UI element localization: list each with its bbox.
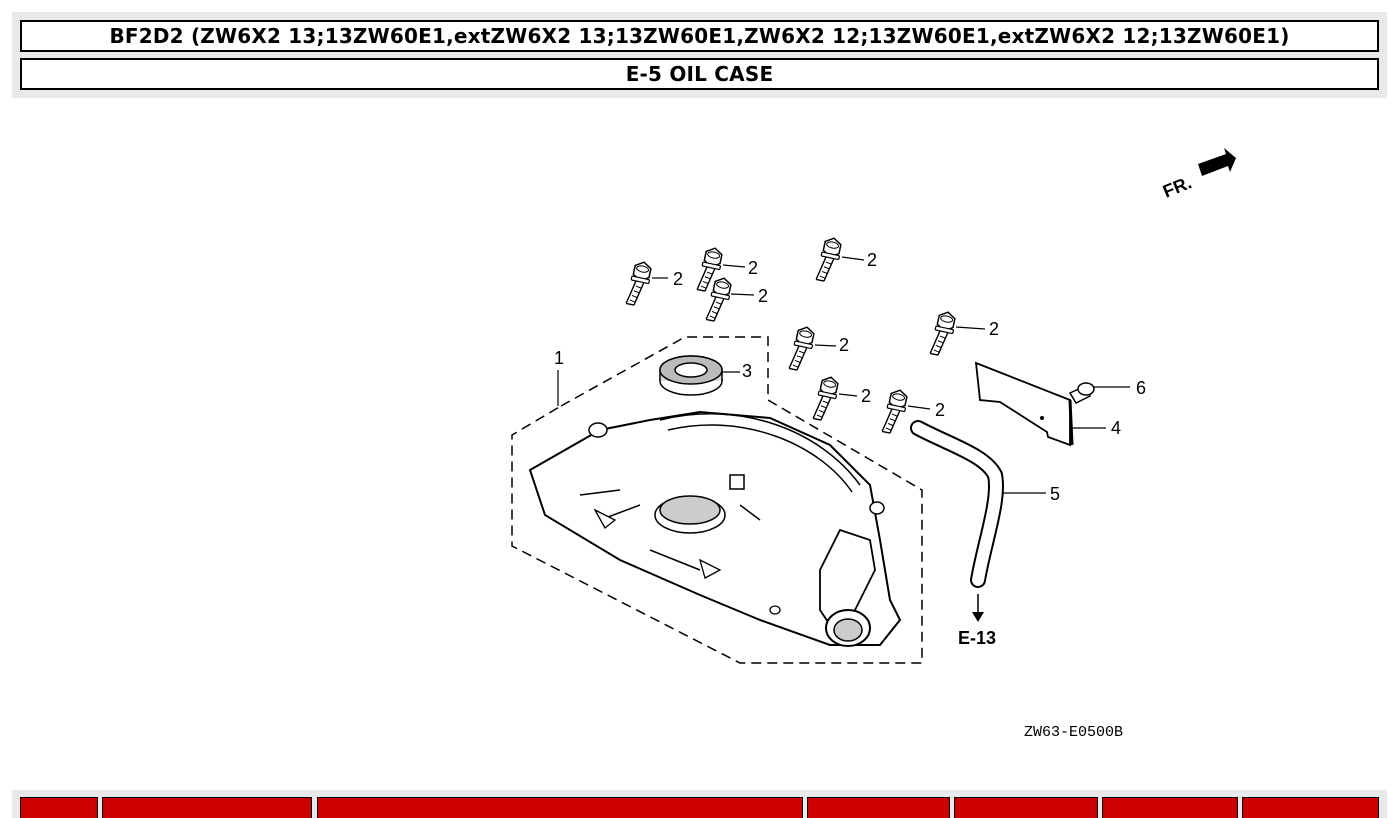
- parts-table-header: [12, 790, 1387, 818]
- screw-part-6: [1068, 382, 1130, 404]
- column-header: [102, 797, 312, 818]
- column-header: [807, 797, 950, 818]
- plate-part-4: [974, 361, 1106, 447]
- callout-2: 2: [989, 319, 999, 339]
- section-title: E-5 OIL CASE: [20, 58, 1379, 90]
- callout-6: 6: [1136, 378, 1146, 398]
- oil-seal-part-3: [659, 355, 740, 396]
- callout-1: 1: [554, 348, 564, 368]
- column-header: [954, 797, 1098, 818]
- breather-hose-part-5: [910, 420, 1046, 622]
- column-header: [1242, 797, 1379, 818]
- front-label: FR.: [1160, 172, 1194, 201]
- figure-code: ZW63-E0500B: [1024, 724, 1123, 741]
- column-header: [20, 797, 98, 818]
- callout-5: 5: [1050, 484, 1060, 504]
- column-header: [317, 797, 803, 818]
- column-header: [1102, 797, 1238, 818]
- callout-2: 2: [673, 269, 683, 289]
- callout-labels: 1 2 2 2 2 2 2 2 2 3 4 5 6 E-13 ZW63-E050…: [554, 250, 1146, 741]
- header-panel: BF2D2 (ZW6X2 13;13ZW60E1,extZW6X2 13;13Z…: [12, 12, 1387, 98]
- callout-3: 3: [742, 361, 752, 381]
- callout-4: 4: [1111, 418, 1121, 438]
- callout-2: 2: [758, 286, 768, 306]
- callout-2: 2: [867, 250, 877, 270]
- callout-2: 2: [935, 400, 945, 420]
- model-title: BF2D2 (ZW6X2 13;13ZW60E1,extZW6X2 13;13Z…: [20, 20, 1379, 52]
- callout-2: 2: [748, 258, 758, 278]
- reference-link[interactable]: E-13: [958, 628, 996, 648]
- oil-case-part-1: [511, 336, 923, 664]
- callout-2: 2: [861, 386, 871, 406]
- exploded-parts-diagram: FR.: [0, 100, 1399, 780]
- callout-2: 2: [839, 335, 849, 355]
- bolt-part-2: [625, 235, 958, 436]
- front-direction-arrow-icon: FR.: [1160, 148, 1236, 202]
